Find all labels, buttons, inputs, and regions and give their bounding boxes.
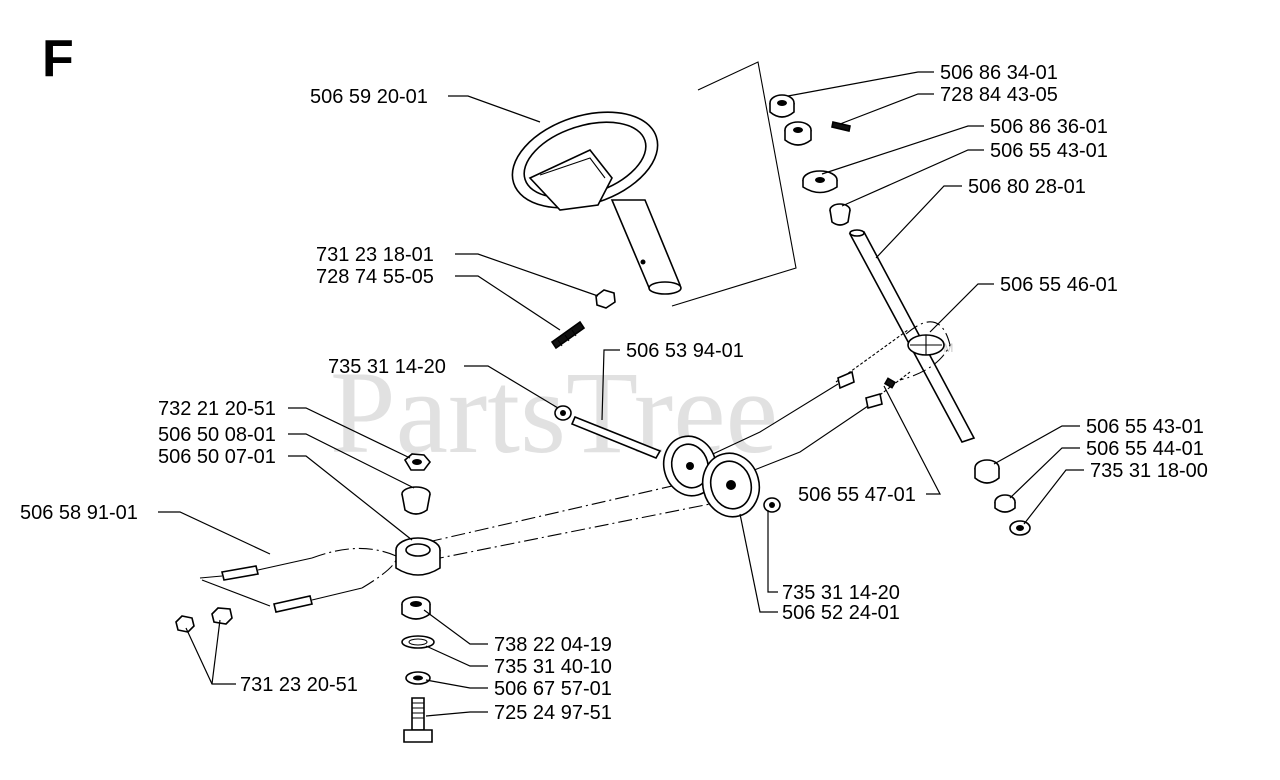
label-spacer-top-2: 506 86 36-01 (990, 116, 1108, 138)
label-circlip: 735 31 40-10 (494, 656, 612, 678)
label-bearing: 738 22 04-19 (494, 634, 612, 656)
clip-right (763, 497, 781, 513)
screw-top (831, 121, 851, 132)
label-nut-pulley: 732 21 20-51 (158, 398, 276, 420)
label-pulley-double: 506 52 24-01 (782, 602, 900, 624)
label-spacer-top-1: 506 86 34-01 (940, 62, 1058, 84)
steering-wheel (511, 111, 682, 295)
bushing-top (829, 203, 851, 226)
cable (199, 547, 397, 613)
clip-left (554, 405, 572, 421)
label-bushing-top: 506 55 43-01 (990, 140, 1108, 162)
label-cable: 506 58 91-01 (20, 502, 138, 524)
spacer-top-1 (769, 94, 795, 118)
bushing-lower-2 (994, 494, 1016, 513)
washer-lower (1009, 520, 1031, 536)
label-clip-left: 735 31 14-20 (328, 356, 446, 378)
spacer-top-2 (784, 121, 812, 146)
nut-top (595, 289, 616, 309)
bearing (401, 596, 431, 620)
label-washer-lower: 735 31 18-00 (1090, 460, 1208, 482)
spacer-washer (802, 170, 838, 194)
screw-wheel (550, 320, 586, 350)
label-sprocket: 506 55 46-01 (1000, 274, 1118, 296)
nut-cable (175, 607, 233, 633)
leader-lines (158, 71, 1084, 717)
label-bushing-pulley: 506 50 08-01 (158, 424, 276, 446)
circlip (401, 635, 435, 649)
bolt (403, 697, 433, 743)
part-labels: 506 59 20-01 731 23 18-01 728 74 55-05 5… (20, 62, 1208, 724)
chain (835, 321, 951, 410)
label-bolt: 725 24 97-51 (494, 702, 612, 724)
sprocket (907, 334, 945, 356)
label-bushing-lower-2: 506 55 44-01 (1086, 438, 1204, 460)
label-pin: 506 53 94-01 (626, 340, 744, 362)
label-bushing-lower-1: 506 55 43-01 (1086, 416, 1204, 438)
label-shaft: 506 80 28-01 (968, 176, 1086, 198)
label-steering-wheel: 506 59 20-01 (310, 86, 428, 108)
label-pulley-lower: 506 50 07-01 (158, 446, 276, 468)
label-chain: 506 55 47-01 (798, 484, 916, 506)
wheel-group-outline (671, 61, 797, 307)
section-letter: F (42, 30, 74, 88)
label-screw-top: 728 84 43-05 (940, 84, 1058, 106)
label-nut-cable: 731 23 20-51 (240, 674, 358, 696)
label-screw-wheel: 728 74 55-05 (316, 266, 434, 288)
bushing-lower-1 (974, 459, 1000, 484)
pulley-lower (395, 537, 441, 576)
steering-shaft (848, 229, 976, 443)
bushing-pulley (401, 486, 431, 515)
label-nut-top: 731 23 18-01 (316, 244, 434, 266)
pin (570, 415, 662, 460)
label-washer-bottom: 506 67 57-01 (494, 678, 612, 700)
nut-pulley (403, 453, 432, 471)
pulley-double (662, 435, 761, 518)
label-clip-right: 735 31 14-20 (782, 582, 900, 604)
washer-bottom (405, 671, 431, 685)
